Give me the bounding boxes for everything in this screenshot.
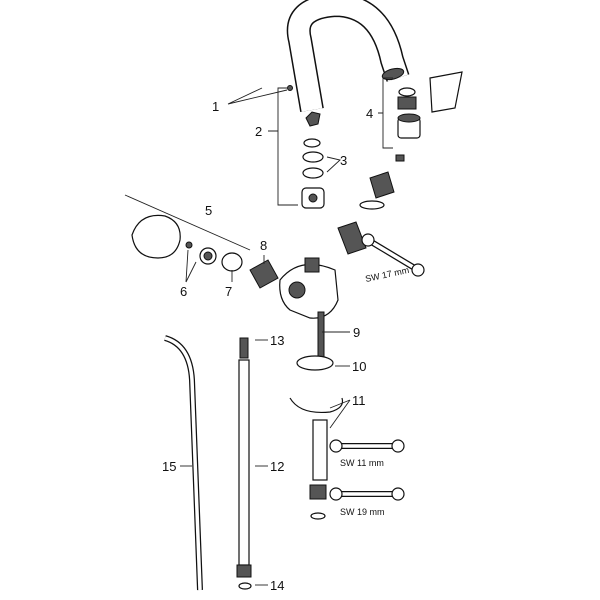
part-number-6: 6 — [180, 284, 187, 299]
horseshoe-washer — [289, 397, 344, 414]
lever-handle — [131, 214, 279, 289]
part-number-4: 4 — [366, 106, 373, 121]
wrench-size-11: SW 11 mm — [340, 458, 384, 468]
part-number-3: 3 — [340, 153, 347, 168]
part-number-1: 1 — [212, 99, 219, 114]
part-number-9: 9 — [353, 325, 360, 340]
part-number-10: 10 — [352, 359, 366, 374]
part-number-5: 5 — [205, 203, 212, 218]
leader-lines — [124, 77, 393, 586]
threaded-rod — [317, 311, 325, 359]
part-number-7: 7 — [225, 284, 232, 299]
cartridge-parts — [337, 154, 405, 255]
part-number-2: 2 — [255, 124, 262, 139]
aerator-parts — [397, 71, 463, 139]
tube — [312, 419, 328, 481]
flex-hose — [236, 337, 252, 590]
washer — [296, 355, 334, 371]
spout — [286, 0, 410, 113]
part-number-14: 14 — [270, 578, 284, 593]
part-number-11: 11 — [352, 393, 366, 408]
seal-stack — [301, 111, 325, 209]
wrench-size-17: SW 17 mm — [364, 265, 410, 284]
wrench-icon — [329, 439, 405, 453]
nut — [309, 484, 327, 500]
seal — [310, 512, 326, 520]
small-screw — [287, 85, 293, 91]
part-number-12: 12 — [270, 459, 284, 474]
wrench-icon — [361, 233, 425, 277]
part-number-8: 8 — [260, 238, 267, 253]
wrench-size-19: SW 19 mm — [340, 507, 385, 517]
wrench-icon — [329, 487, 405, 501]
part-number-15: 15 — [162, 459, 176, 474]
part-number-13: 13 — [270, 333, 284, 348]
mixer-body — [279, 257, 339, 319]
